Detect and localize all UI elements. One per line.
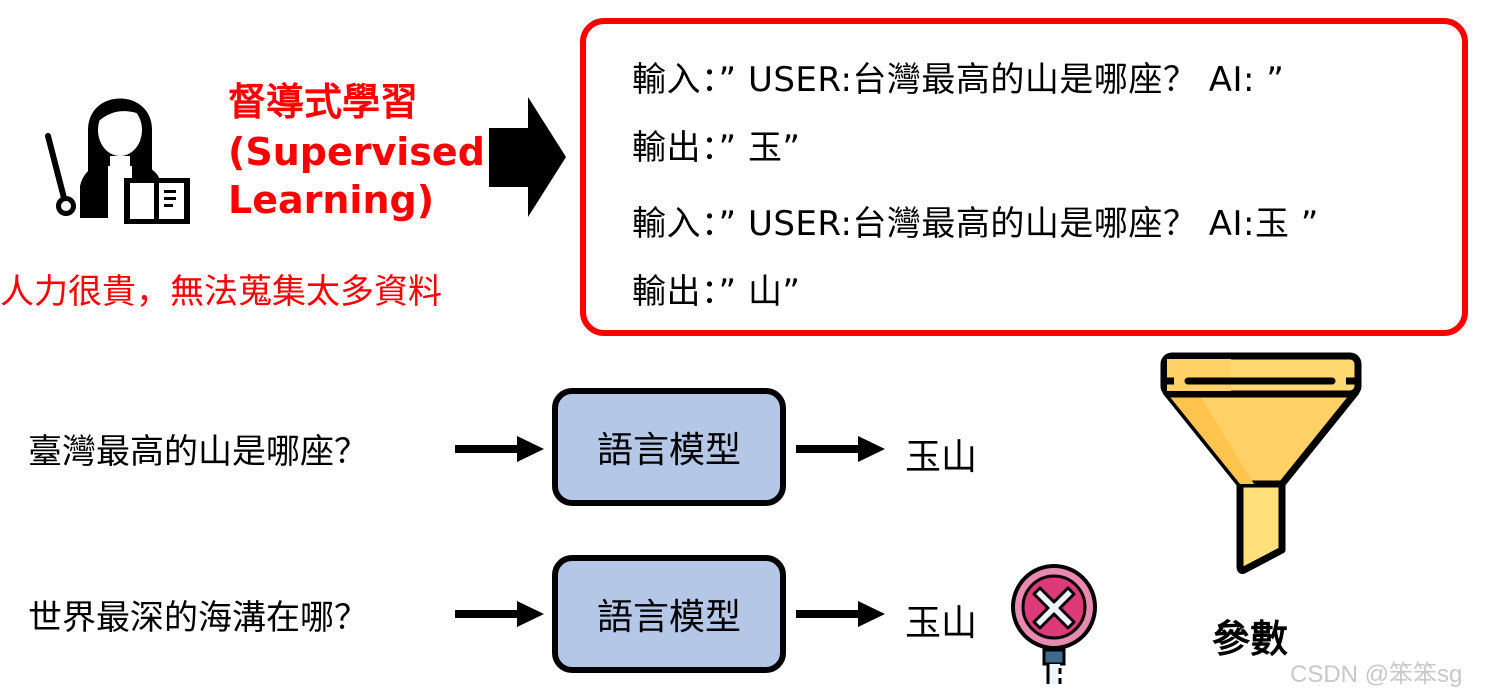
example-line: 輸入：” USER:台灣最高的山是哪座？ AI: ” — [632, 52, 1284, 101]
flow-question: 世界最深的海溝在哪？ — [28, 598, 368, 638]
example-line: 輸出：” 山” — [632, 264, 801, 313]
example-label: 輸入：” — [632, 204, 737, 244]
input-arrow-icon — [455, 435, 545, 463]
watermark: CSDN @笨笨sg — [1290, 661, 1463, 688]
example-line: 輸入：” USER:台灣最高的山是哪座？ AI:玉 ” — [632, 196, 1319, 245]
supervised-learning-title-en-2: Learning) — [228, 178, 435, 222]
input-arrow-icon — [455, 600, 545, 628]
flow-answer: 玉山 — [905, 437, 978, 478]
supervised-learning-title-zh: 督導式學習 — [228, 80, 419, 124]
example-content: 山” — [747, 272, 801, 312]
model-label: 語言模型 — [596, 597, 741, 638]
example-content: 玉” — [747, 128, 801, 168]
training-examples-box: 輸入：” USER:台灣最高的山是哪座？ AI: ” 輸出：” 玉” 輸入：” … — [580, 18, 1468, 336]
flow-answer: 玉山 — [905, 603, 978, 644]
example-content: USER:台灣最高的山是哪座？ AI:玉 ” — [747, 204, 1319, 244]
example-label: 輸出：” — [632, 128, 737, 168]
right-arrow-icon — [488, 96, 568, 218]
teacher-icon — [40, 68, 200, 228]
funnel-icon — [1158, 350, 1364, 582]
example-label: 輸入：” — [632, 60, 737, 100]
supervised-learning-title-en-1: (Supervised — [228, 130, 485, 174]
language-model-box: 語言模型 — [552, 388, 786, 506]
example-line: 輸出：” 玉” — [632, 120, 801, 169]
example-label: 輸出：” — [632, 272, 737, 312]
wrong-x-sign-icon — [1008, 562, 1100, 686]
flow-question: 臺灣最高的山是哪座？ — [28, 432, 368, 472]
output-arrow-icon — [796, 600, 886, 628]
model-label: 語言模型 — [596, 430, 741, 471]
example-content: USER:台灣最高的山是哪座？ AI: ” — [747, 60, 1285, 100]
output-arrow-icon — [796, 435, 886, 463]
params-label: 參數 — [1212, 617, 1289, 661]
language-model-box: 語言模型 — [552, 555, 786, 673]
cost-note: 人力很貴，無法蒐集太多資料 — [0, 272, 442, 312]
